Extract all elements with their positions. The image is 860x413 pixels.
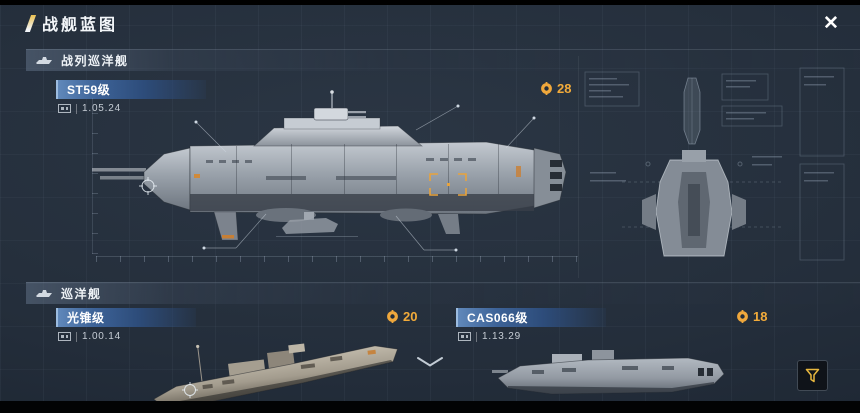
target-circle-marker	[182, 382, 198, 398]
section-header-battlecruiser: 战列巡洋舰	[26, 49, 860, 71]
schematic-boxes	[584, 67, 845, 261]
vertical-ruler	[92, 98, 98, 254]
filter-icon	[805, 368, 820, 383]
bottom-letterbox	[0, 401, 860, 413]
title-accent-mark	[24, 14, 37, 32]
divider	[476, 331, 477, 342]
close-button[interactable]: ✕	[816, 10, 846, 36]
ship-version: 1.13.29	[482, 331, 521, 342]
cross-section-drawing	[622, 150, 782, 257]
horizontal-ruler	[96, 256, 578, 262]
header: 战舰蓝图	[24, 11, 119, 35]
cost-value: 18	[753, 309, 768, 324]
chevron-down-icon	[417, 357, 443, 367]
ship-hull	[492, 350, 725, 395]
close-icon: ✕	[823, 12, 839, 34]
coin-icon	[541, 82, 552, 95]
ship-name: 光锥级	[67, 311, 105, 325]
mini-sideview-drawing	[276, 212, 358, 237]
divider	[76, 331, 77, 342]
lightcone-blueprint-render[interactable]	[142, 332, 412, 410]
ship-hull	[92, 90, 567, 241]
cost-value: 28	[557, 81, 572, 96]
panel-divider	[578, 56, 579, 278]
filter-button[interactable]	[797, 360, 828, 391]
coin-icon	[387, 310, 398, 323]
blueprint-cost-cas066: 18	[736, 309, 767, 324]
section-header-cruiser: 巡洋舰	[26, 282, 860, 304]
top-letterbox	[0, 0, 860, 5]
blueprint-chip-icon	[458, 332, 471, 341]
divider	[76, 103, 77, 114]
target-circle-marker	[139, 177, 157, 195]
technical-drawings-panel	[584, 67, 845, 261]
section-label: 巡洋舰	[61, 287, 102, 301]
ship-card-cas066[interactable]: CAS066级	[456, 308, 606, 327]
page-title: 战舰蓝图	[42, 17, 119, 34]
topview-ship-drawing	[683, 77, 701, 145]
ship-version-row-cas066: 1.13.29	[458, 330, 521, 343]
blueprint-chip-icon	[58, 332, 71, 341]
target-bracket-icon	[429, 173, 467, 196]
scroll-down-indicator[interactable]	[415, 356, 445, 369]
ship-version: 1.00.14	[82, 331, 121, 342]
ship-card-lightcone[interactable]: 光锥级	[56, 308, 196, 327]
section-label: 战列巡洋舰	[61, 54, 129, 68]
ship-version-row-st59: 1.05.24	[58, 102, 121, 115]
blueprint-cost-lightcone: 20	[386, 309, 417, 324]
warship-icon	[36, 290, 52, 297]
ship-name: CAS066级	[467, 311, 528, 325]
ship-card-st59[interactable]: ST59级	[56, 80, 206, 99]
warship-icon	[36, 57, 52, 64]
annotation-callouts	[194, 104, 536, 252]
blueprint-cost-st59: 28	[540, 81, 571, 96]
st59-blueprint-render[interactable]	[86, 88, 578, 263]
schematic-text-lines	[589, 76, 834, 182]
cost-value: 20	[403, 309, 418, 324]
ship-version-row-lightcone: 1.00.14	[58, 330, 121, 343]
ship-name: ST59级	[67, 83, 111, 97]
ship-hull	[153, 343, 399, 407]
blueprint-chip-icon	[58, 104, 71, 113]
coin-icon	[737, 310, 748, 323]
cas066-blueprint-render[interactable]	[492, 344, 732, 406]
ship-version: 1.05.24	[82, 103, 121, 114]
